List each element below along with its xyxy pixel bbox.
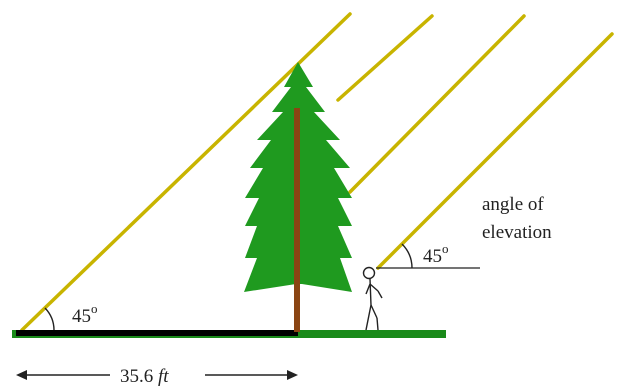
- angle-of-label: angle of: [482, 194, 544, 215]
- distance-label: 35.6 ft: [120, 366, 169, 387]
- degree-symbol-left: o: [91, 301, 98, 316]
- sun-ray-4: [376, 32, 614, 270]
- angle-label-left: 45o: [72, 301, 98, 327]
- degree-symbol-right: o: [442, 241, 449, 256]
- elevation-label: elevation: [482, 222, 552, 243]
- person-head: [362, 266, 376, 280]
- person: [362, 266, 383, 331]
- sun-rays: [20, 12, 614, 332]
- tree: [244, 62, 352, 332]
- sun-ray-1: [20, 12, 352, 332]
- sun-ray-3: [348, 14, 526, 194]
- distance-arrowhead-left: [16, 370, 27, 380]
- angle-arc-right: [401, 243, 413, 269]
- tree-trunk: [294, 108, 300, 332]
- distance-arrowhead-right: [287, 370, 298, 380]
- angle-arc-left: [44, 307, 55, 331]
- tree-shadow: [16, 330, 298, 336]
- sun-ray-2: [336, 14, 434, 102]
- distance-dimension: [16, 370, 298, 380]
- angle-label-right: 45o: [423, 241, 449, 267]
